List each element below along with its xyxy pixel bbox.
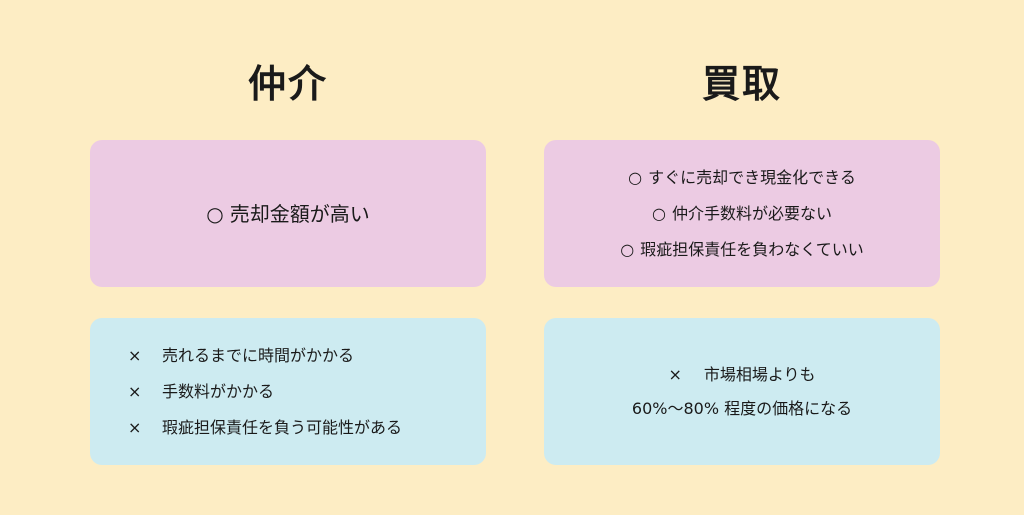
- cross-mark-icon: ×: [128, 417, 142, 437]
- purchase-pros-card: ○すぐに売却でき現金化できる ○仲介手数料が必要ない ○瑕疵担保責任を負わなくて…: [544, 140, 940, 287]
- brokerage-pro-item: ○売却金額が高い: [206, 196, 369, 232]
- brokerage-con-item: × 瑕疵担保責任を負う可能性がある: [128, 410, 402, 446]
- purchase-pro-item: ○瑕疵担保責任を負わなくていい: [620, 232, 864, 268]
- cross-mark-icon: ×: [128, 345, 142, 365]
- circle-mark-icon: ○: [628, 167, 643, 187]
- purchase-con-line-1: × 市場相場よりも: [632, 358, 852, 392]
- cross-mark-icon: ×: [668, 364, 682, 384]
- brokerage-con-text: 手数料がかかる: [162, 381, 275, 401]
- purchase-pro-text: 仲介手数料が必要ない: [671, 203, 832, 223]
- brokerage-cons-card: × 売れるまでに時間がかかる × 手数料がかかる × 瑕疵担保責任を負う可能性がある: [90, 318, 486, 465]
- purchase-con-line-2: 60%〜80% 程度の価格になる: [631, 398, 853, 418]
- circle-mark-icon: ○: [206, 201, 224, 226]
- brokerage-con-text: 瑕疵担保責任を負う可能性がある: [162, 417, 403, 437]
- purchase-pro-item: ○すぐに売却でき現金化できる: [628, 160, 856, 196]
- purchase-con-item: × 市場相場よりも 60%〜80% 程度の価格になる: [632, 358, 852, 426]
- purchase-pro-text: 瑕疵担保責任を負わなくていい: [640, 239, 864, 259]
- purchase-con-text-1: 市場相場よりも: [703, 364, 816, 384]
- cross-mark-icon: ×: [128, 381, 142, 401]
- purchase-pro-item: ○仲介手数料が必要ない: [652, 196, 832, 232]
- brokerage-con-text: 売れるまでに時間がかかる: [162, 345, 355, 365]
- circle-mark-icon: ○: [620, 239, 635, 259]
- column-title-brokerage: 仲介: [247, 62, 328, 106]
- purchase-cons-card: × 市場相場よりも 60%〜80% 程度の価格になる: [544, 318, 940, 465]
- purchase-pro-text: すぐに売却でき現金化できる: [648, 167, 856, 187]
- brokerage-pros-card: ○売却金額が高い: [90, 140, 486, 287]
- brokerage-con-item: × 手数料がかかる: [128, 374, 274, 410]
- column-title-purchase: 買取: [701, 62, 782, 106]
- circle-mark-icon: ○: [652, 203, 666, 223]
- brokerage-pro-text: 売却金額が高い: [229, 201, 370, 226]
- brokerage-con-item: × 売れるまでに時間がかかる: [128, 338, 354, 374]
